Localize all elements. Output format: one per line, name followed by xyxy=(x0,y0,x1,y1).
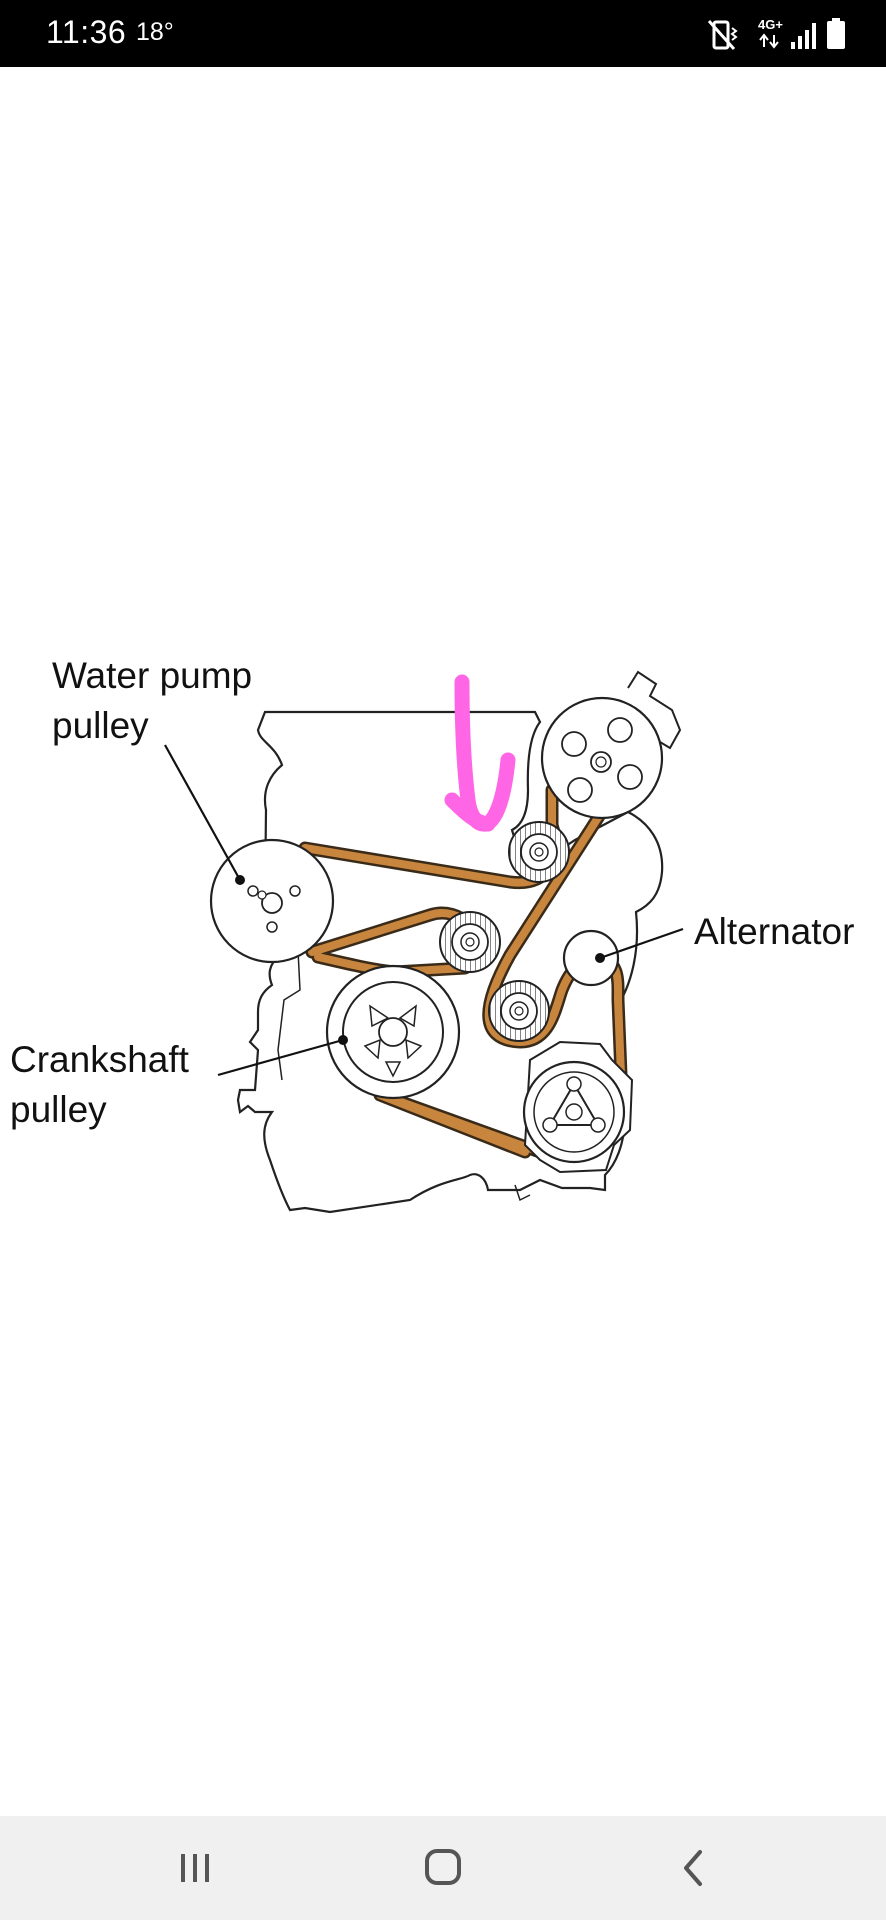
crankshaft-pulley xyxy=(325,964,461,1100)
water-pump-pulley xyxy=(209,838,335,964)
water-pump-label-line1: Water pump xyxy=(52,655,253,696)
status-time: 11:36 xyxy=(46,14,127,50)
idler-pulley-upper xyxy=(439,911,501,973)
signal-icon xyxy=(791,23,816,49)
water-pump-label-line2: pulley xyxy=(52,705,149,746)
battery-icon xyxy=(827,18,845,49)
ac-compressor-pulley xyxy=(522,1040,634,1174)
power-steering-pulley xyxy=(540,670,682,820)
crankshaft-label: Crankshaft pulley xyxy=(10,1035,189,1135)
status-bar: 11:36 18° 4G+ xyxy=(0,0,886,67)
alternator-leader xyxy=(599,927,684,960)
image-viewer[interactable]: Water pump pulley Crankshaft pulley Alte… xyxy=(0,67,886,1816)
alternator-pulley xyxy=(562,929,620,987)
alternator-label: Alternator xyxy=(694,911,855,952)
idler-pulley-lower xyxy=(488,980,550,1042)
home-icon[interactable] xyxy=(403,1838,483,1898)
status-icons: 4G+ xyxy=(706,16,866,52)
water-pump-label: Water pump pulley xyxy=(52,651,252,751)
water-pump-leader xyxy=(164,744,241,881)
crankshaft-label-line2: pulley xyxy=(10,1089,107,1130)
crankshaft-label-line1: Crankshaft xyxy=(10,1039,189,1080)
recent-apps-icon[interactable] xyxy=(155,1838,235,1898)
status-temperature: 18° xyxy=(136,18,174,46)
network-type-label: 4G+ xyxy=(758,17,783,32)
crankshaft-leader xyxy=(217,1038,344,1077)
tensioner-pulley xyxy=(508,821,570,883)
mobile-data-icon xyxy=(759,33,779,49)
mute-vibrate-icon xyxy=(707,20,738,50)
back-icon[interactable] xyxy=(652,1838,732,1898)
belt-routing-diagram xyxy=(164,670,684,1214)
navigation-bar xyxy=(0,1816,886,1920)
